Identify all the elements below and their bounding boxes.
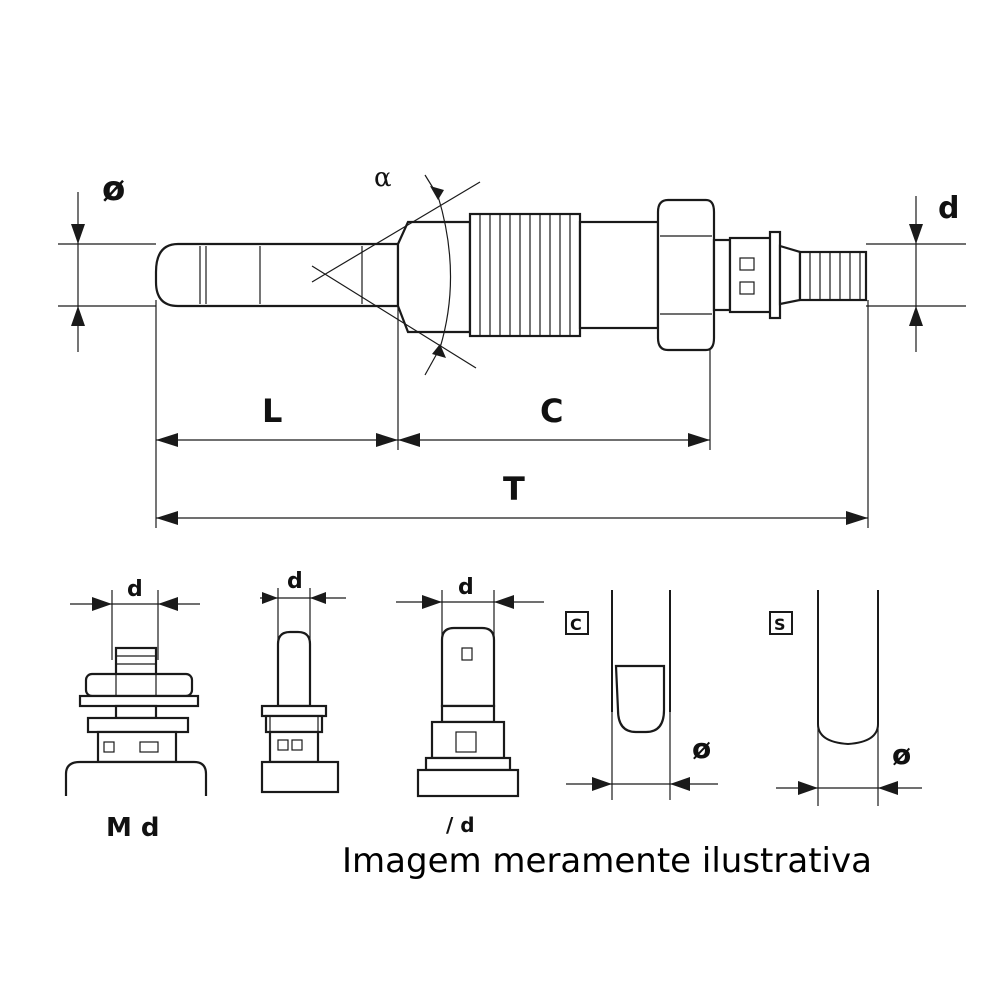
cylindrical-diameter-label: ø bbox=[692, 732, 711, 765]
length-dimension bbox=[156, 433, 398, 447]
threaded-caption: M d bbox=[106, 813, 160, 843]
blade-d-label: d bbox=[458, 575, 474, 600]
thread-lines bbox=[479, 214, 571, 336]
cylindrical-tip-drawing bbox=[565, 590, 718, 800]
glow-plug-main-drawing bbox=[154, 174, 868, 376]
terminal-dimension bbox=[866, 196, 966, 352]
illustrative-caption: Imagem meramente ilustrativa bbox=[342, 841, 872, 881]
diameter-dimension bbox=[58, 192, 156, 352]
angle-label: α bbox=[374, 163, 392, 193]
threaded-terminal-drawing bbox=[64, 590, 208, 796]
terminal-thread bbox=[798, 250, 868, 302]
spherical-tip-tag: S bbox=[774, 615, 786, 634]
connector-flange bbox=[768, 230, 782, 320]
blade-terminal-drawing bbox=[396, 590, 544, 798]
total-length-label: T bbox=[503, 470, 525, 508]
blade-caption: / d bbox=[446, 813, 475, 837]
total-length-dimension bbox=[156, 511, 868, 525]
diameter-label: ø bbox=[102, 169, 125, 209]
insulator bbox=[712, 238, 732, 312]
hex-nut bbox=[656, 198, 716, 352]
connector-body bbox=[728, 236, 774, 314]
pin-terminal-drawing bbox=[260, 588, 346, 794]
threaded-body bbox=[468, 212, 582, 338]
thread-length-dimension bbox=[398, 433, 710, 447]
cylindrical-tip-tag: C bbox=[570, 615, 582, 634]
length-label: L bbox=[262, 392, 282, 430]
heater-sheath bbox=[154, 242, 400, 308]
pin-d-label: d bbox=[287, 569, 303, 594]
conical-seat bbox=[396, 220, 472, 334]
shank bbox=[578, 220, 660, 330]
spherical-diameter-label: ø bbox=[892, 738, 911, 771]
threaded-d-label: d bbox=[127, 577, 143, 602]
spherical-tip-drawing bbox=[769, 590, 922, 806]
thread-length-label: C bbox=[540, 392, 563, 430]
terminal-d-label: d bbox=[938, 191, 959, 226]
